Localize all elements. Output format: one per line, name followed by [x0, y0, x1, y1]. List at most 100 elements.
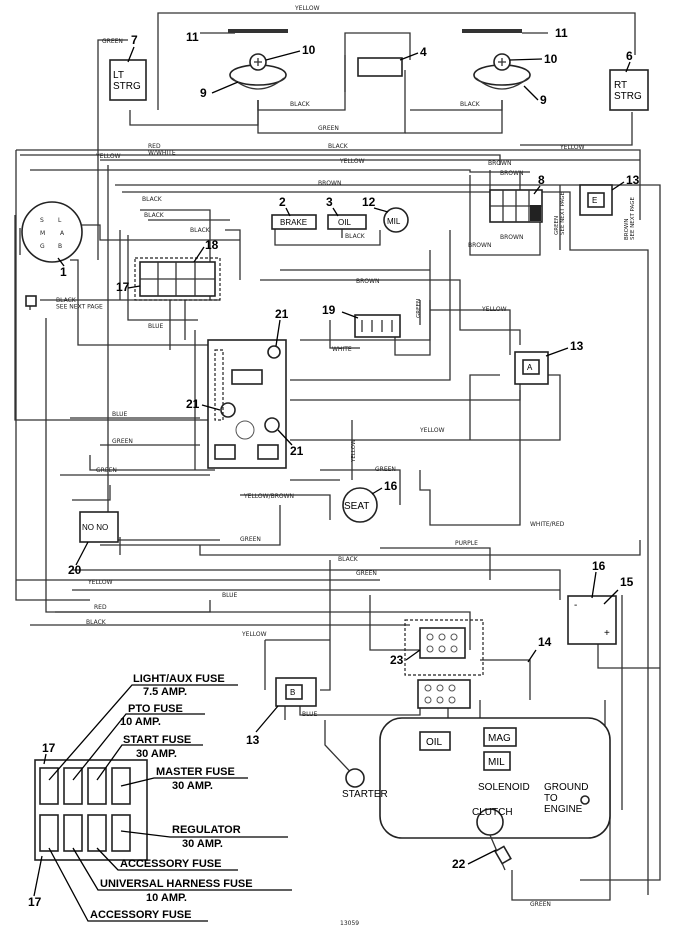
- svg-text:A: A: [60, 230, 65, 237]
- callout-11-right: 11: [555, 26, 568, 40]
- main-control-module: [207, 339, 287, 469]
- engine-mag-label: MAG: [488, 733, 511, 744]
- callout-21-top: 21: [275, 307, 289, 321]
- wire-label: BLACK: [328, 143, 349, 150]
- starter: STARTER: [342, 768, 388, 800]
- fuse-universal: UNIVERSAL HARNESS FUSE: [100, 878, 253, 890]
- callout-13-bottom: 13: [246, 733, 260, 747]
- wire-label: GREEN: [530, 901, 551, 908]
- relay-b-label: B: [290, 688, 295, 697]
- mil-indicator: MIL: [383, 207, 409, 233]
- fuse-box-detail: [34, 759, 148, 861]
- wire-label: YELLOW: [351, 439, 357, 463]
- battery: - +: [567, 595, 617, 645]
- callout-13-top: 13: [626, 173, 640, 187]
- fuse-pto-amp: 10 AMP.: [120, 716, 161, 728]
- callout-9-left: 9: [200, 86, 207, 100]
- light-switch-module: [357, 57, 403, 77]
- seat-switch: SEAT: [342, 487, 378, 523]
- wire-label: WHITE: [332, 346, 352, 353]
- fuse-universal-amp: 10 AMP.: [146, 892, 187, 904]
- wire-label: BLACK: [190, 227, 211, 234]
- callout-10-left: 10: [302, 43, 316, 57]
- engine-connector: [417, 679, 471, 709]
- wire-label: YELLOW: [95, 153, 121, 160]
- battery-minus: -: [574, 600, 577, 611]
- callout-21-right: 21: [290, 444, 304, 458]
- callout-17-legend-top: 17: [42, 741, 56, 755]
- callout-17-legend-bottom: 17: [28, 895, 42, 909]
- wire-label: BLACK: [338, 556, 359, 563]
- relay-e-label: E: [592, 196, 597, 205]
- fuse-block: [134, 257, 221, 301]
- wire-label: BLACK: [290, 101, 311, 108]
- fuse-start: START FUSE: [123, 734, 191, 746]
- wire-label: BLACK: [460, 101, 481, 108]
- fuse-start-amp: 30 AMP.: [136, 748, 177, 760]
- wire-label: YELLOW: [339, 158, 365, 165]
- wire-label: YELLOW/BROWN: [243, 493, 294, 500]
- fuse-master-amp: 30 AMP.: [172, 780, 213, 792]
- starter-label: STARTER: [342, 789, 388, 800]
- wire-label: YELLOW: [559, 144, 585, 151]
- callout-11-left: 11: [186, 30, 199, 44]
- wire-label: BLUE: [112, 411, 128, 418]
- fuse-regulator-amp: 30 AMP.: [182, 838, 223, 850]
- wire-label: BROWN: [318, 180, 341, 187]
- callout-13-mid: 13: [570, 339, 584, 353]
- svg-text:B: B: [58, 243, 62, 250]
- wire-label: GREEN: [375, 466, 396, 473]
- light-bar-right: [462, 29, 548, 34]
- drawing-number: 13059: [340, 920, 359, 927]
- wire-label: BROWN: [488, 160, 511, 167]
- seat-label: SEAT: [344, 501, 369, 512]
- fuse-light-aux: LIGHT/AUX FUSE: [133, 673, 225, 685]
- wire-label: WHITE/RED: [530, 521, 565, 528]
- headlight-left: [229, 53, 287, 90]
- mil-label: MIL: [387, 217, 401, 226]
- fuse-pto: PTO FUSE: [128, 703, 183, 715]
- callout-6: 6: [626, 49, 633, 63]
- wire-label: YELLOW: [241, 631, 267, 638]
- brake-switch: BRAKE: [271, 214, 317, 230]
- connector: [25, 295, 37, 307]
- callout-20: 20: [68, 563, 82, 577]
- callout-7: 7: [131, 33, 138, 47]
- relay-e: E: [579, 184, 613, 216]
- wire-label: PURPLE: [455, 540, 478, 547]
- wire-label: BROWN: [500, 170, 523, 177]
- wire-label: YELLOW: [294, 5, 320, 12]
- fuse-accessory-2: ACCESSORY FUSE: [90, 909, 191, 921]
- callout-14: 14: [538, 635, 552, 649]
- wire-label: RED: [94, 604, 107, 611]
- wire-label: BLACK: [142, 196, 163, 203]
- wire-label: YELLOW: [481, 306, 507, 313]
- wire-label: BLACK: [86, 619, 107, 626]
- wire-label: BLACK: [345, 233, 366, 240]
- connector-19: [354, 314, 401, 338]
- relay-b: B: [275, 677, 317, 707]
- wire-label: GREEN: [318, 125, 339, 132]
- callout-3: 3: [326, 195, 333, 209]
- wire-label: BROWN: [356, 278, 379, 285]
- fuse-master: MASTER FUSE: [156, 766, 235, 778]
- no-no-label: NO NO: [82, 523, 108, 532]
- wire-label: YELLOW: [419, 427, 445, 434]
- callout-10-right: 10: [544, 52, 558, 66]
- wire-label: YELLOW: [87, 579, 113, 586]
- callout-17-top: 17: [116, 280, 130, 294]
- wire-label: GREEN: [240, 536, 261, 543]
- callout-21-left: 21: [186, 397, 200, 411]
- pto-interlock-switch: NO NO: [79, 511, 119, 543]
- oil-label: OIL: [338, 218, 351, 227]
- brake-label: BRAKE: [280, 218, 307, 227]
- light-bar-left: [200, 29, 288, 34]
- wire-label: GREEN: [112, 438, 133, 445]
- wire-label: BROWNSEE NEXT PAGE: [624, 197, 636, 240]
